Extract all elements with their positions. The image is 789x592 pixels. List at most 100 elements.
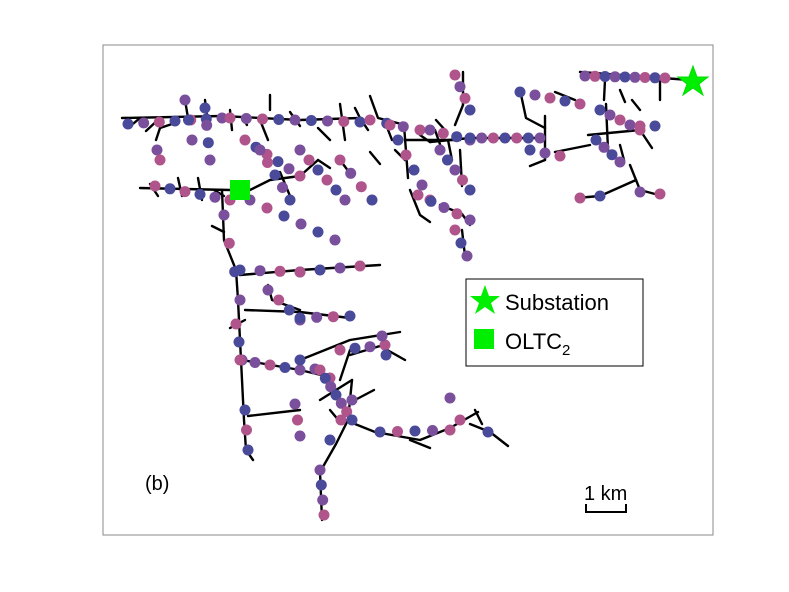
feeder-segment (338, 348, 352, 382)
feeder-segment (316, 158, 332, 170)
bus-node (461, 250, 473, 262)
bus-node (262, 157, 273, 168)
bus-node (314, 464, 326, 476)
feeder-segment (368, 94, 407, 127)
bus-node (164, 183, 176, 195)
bus-node (262, 284, 274, 296)
bus-node (511, 132, 523, 144)
bus-node (459, 92, 471, 104)
bus-node (314, 364, 326, 376)
bus-node (294, 170, 306, 182)
bus-node (438, 202, 450, 213)
feeder-segment (316, 126, 332, 142)
bus-node (273, 114, 285, 125)
legend-substation-label: Substation (505, 290, 609, 315)
bus-node (380, 349, 392, 361)
bus-node (186, 134, 198, 146)
bus-node (409, 425, 421, 437)
bus-node (321, 174, 333, 186)
bus-node (345, 167, 357, 179)
bus-node (392, 426, 403, 437)
bus-node (624, 119, 636, 131)
bus-node (464, 184, 476, 196)
bus-node (346, 394, 358, 406)
bus-node (322, 115, 333, 127)
bus-node (341, 406, 353, 418)
bus-node (364, 114, 376, 126)
bus-node (649, 72, 661, 84)
bus-node (482, 426, 494, 438)
bus-node (277, 182, 288, 193)
bus-node (295, 218, 307, 230)
bus-node (334, 154, 346, 166)
bus-node (544, 92, 556, 104)
bus-node (449, 164, 461, 176)
bus-node (499, 132, 511, 144)
bus-node (514, 86, 526, 98)
bus-node (294, 354, 306, 366)
bus-node (354, 116, 366, 128)
bus-node (327, 311, 339, 323)
bus-node (257, 113, 268, 125)
bus-node (194, 188, 206, 200)
bus-node (379, 339, 391, 351)
bus-node (149, 180, 161, 192)
bus-node (325, 381, 337, 393)
bus-node (529, 89, 541, 101)
bus-node (335, 397, 347, 409)
feeder-segment (248, 174, 302, 192)
bus-node (451, 131, 463, 143)
feeder-segment (528, 158, 547, 168)
bus-node (233, 336, 245, 348)
bus-node (349, 342, 361, 354)
bus-node (659, 72, 671, 84)
bus-node (202, 137, 214, 149)
bus-node (289, 114, 301, 126)
feeder-segment (210, 224, 226, 234)
feeder-segment (518, 88, 547, 130)
star-icon (470, 285, 500, 314)
bus-node (239, 134, 251, 146)
bus-node (397, 121, 409, 133)
bus-node (524, 144, 536, 156)
feeder-segment (368, 150, 382, 166)
bus-node (425, 195, 437, 207)
bus-node (590, 134, 602, 146)
legend-box (465, 278, 644, 367)
bus-node (334, 344, 346, 356)
bus-node (204, 154, 216, 166)
bus-node (324, 434, 336, 446)
bus-node (201, 119, 213, 131)
bus-node (240, 113, 252, 124)
bus-node (424, 124, 436, 136)
bus-node (449, 69, 461, 81)
feeder-segment (353, 388, 376, 402)
legend-oltc-text: OLTC (505, 329, 562, 354)
feeder-segment (453, 103, 465, 127)
bus-node (283, 163, 295, 175)
bus-node (376, 330, 388, 342)
feeder-segment (408, 188, 432, 224)
bus-node (254, 265, 266, 277)
bus-node (311, 311, 323, 323)
bus-node (261, 202, 273, 214)
bus-node (598, 141, 610, 153)
bus-node (442, 154, 453, 166)
bus-node (609, 71, 621, 83)
bus-node (169, 115, 181, 127)
bus-node (476, 132, 488, 144)
bus-node (138, 117, 150, 129)
bus-node (614, 114, 626, 126)
bus-node (451, 208, 463, 220)
feeder-segment (618, 143, 626, 162)
bus-node (374, 426, 386, 438)
bus-node (594, 190, 606, 202)
bus-node (455, 237, 467, 249)
bus-node (264, 359, 276, 371)
bus-node (574, 192, 586, 204)
bus-node (154, 154, 166, 166)
bus-node (209, 191, 221, 203)
oltc-marker (230, 180, 250, 200)
panel-label: (b) (145, 473, 169, 495)
